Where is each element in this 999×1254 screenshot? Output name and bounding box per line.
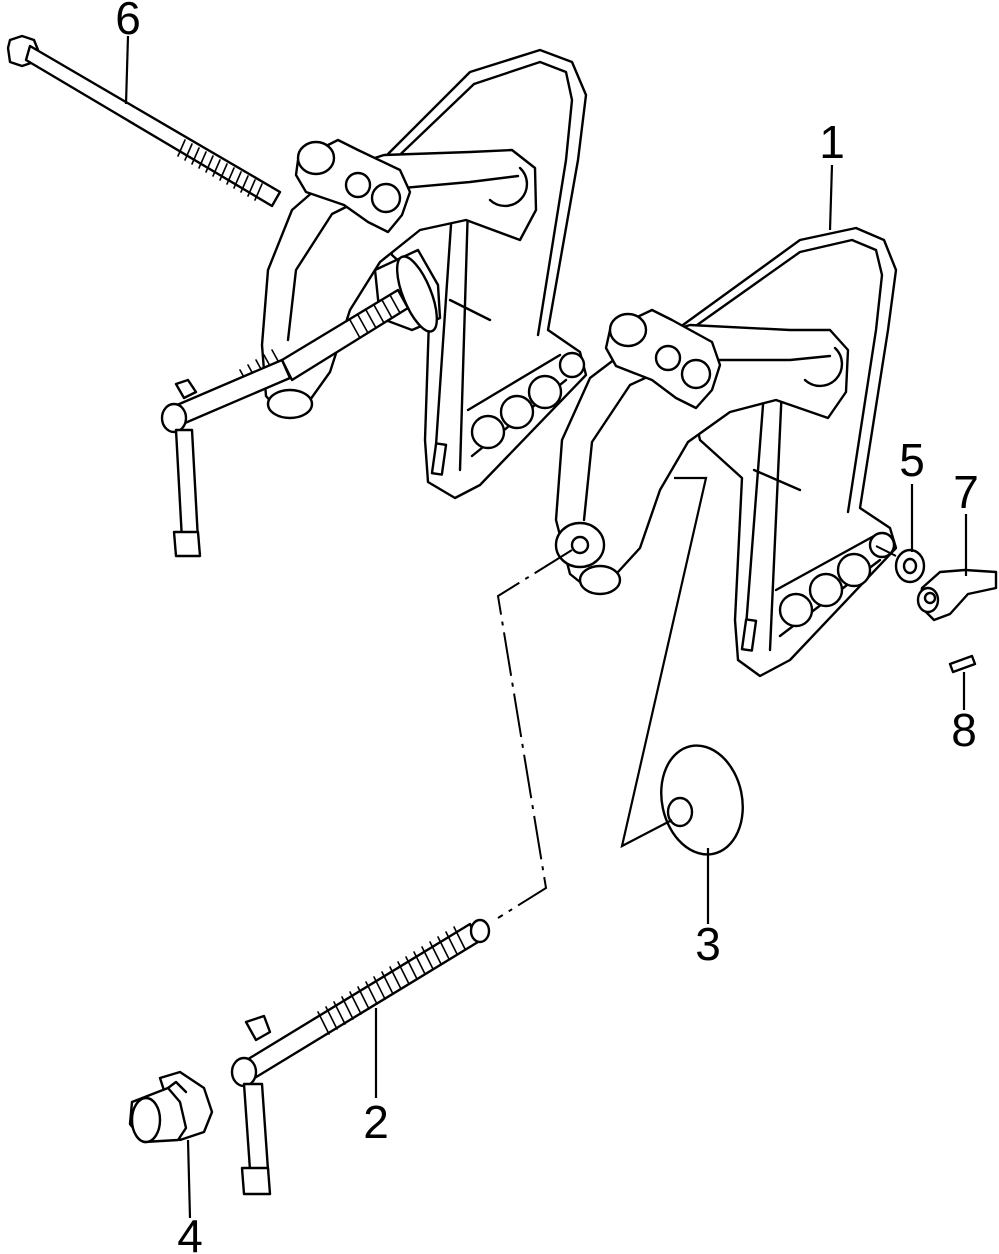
callout-3: 3 [695,918,721,970]
leader-4 [186,1139,192,1219]
bracket-assembly-left [160,48,588,558]
assembly-line-screw [496,549,573,919]
assembly-lines [496,476,897,919]
callout-1: 1 [819,116,845,168]
part-6-long-bolt [6,34,282,208]
leader-6 [124,35,130,105]
leader-1 [828,164,834,231]
part-1-bracket [554,226,898,678]
callout-2: 2 [363,1096,389,1148]
callout-8: 8 [951,704,977,756]
assembly-line-pad [620,476,708,849]
assembly-line-washer [875,545,897,557]
part-3-clamp-pad [660,744,744,856]
part-4-swivel-cap [128,1070,214,1144]
callout-6: 6 [115,0,141,44]
part-2-clamp-screw [230,918,491,1196]
callout-4: 4 [177,1210,203,1254]
part-7-wing-nut [916,568,998,622]
leader-lines [124,35,968,1219]
part-8-pin [948,654,977,674]
callout-7: 7 [953,466,979,518]
callout-labels: 1 2 3 4 5 6 7 8 [115,0,979,1254]
part-5-washer [894,548,926,584]
callout-5: 5 [899,434,925,486]
